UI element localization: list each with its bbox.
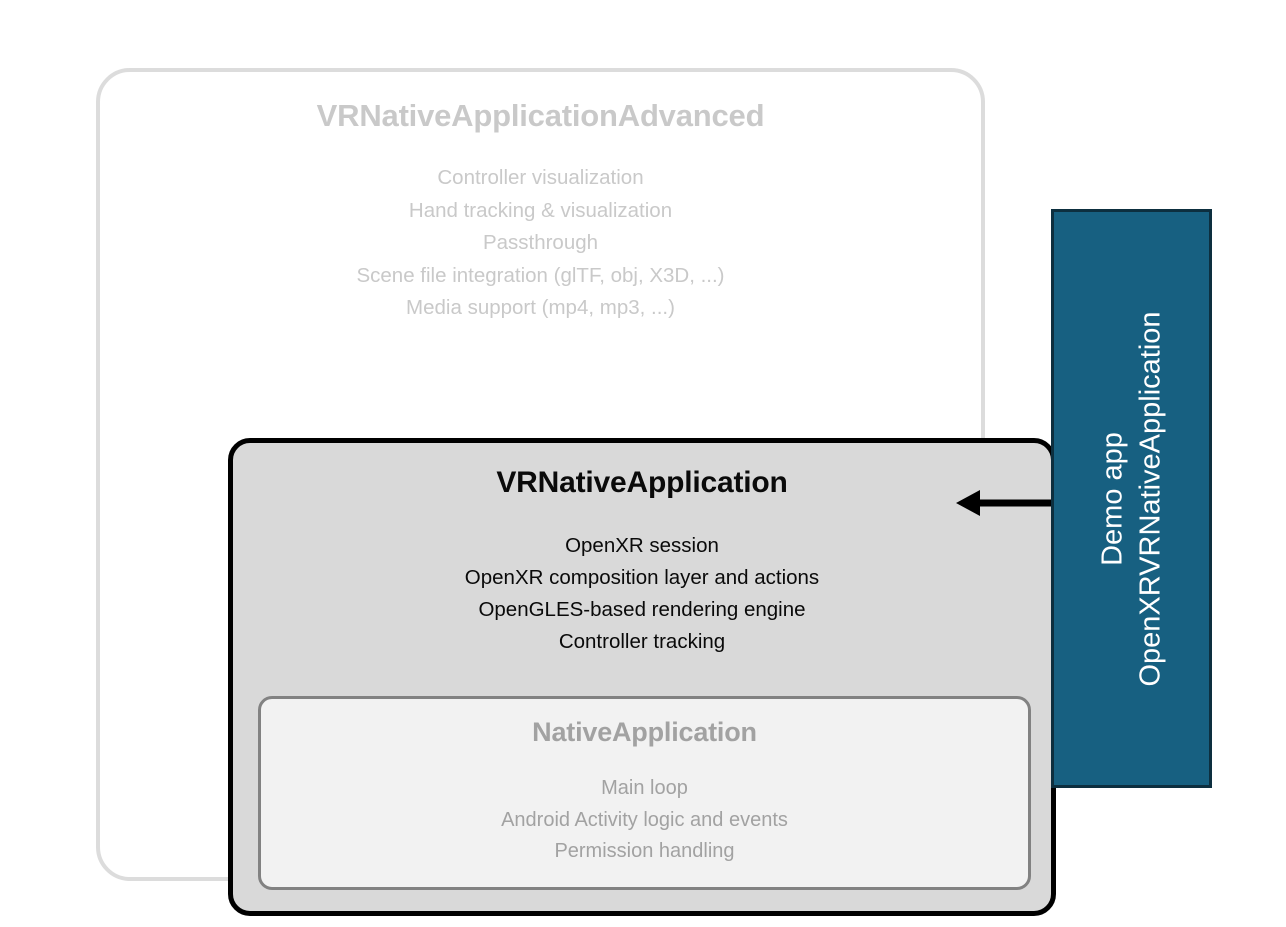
list-item: Passthrough <box>482 231 599 254</box>
outer-card-feature-list: Controller visualization Hand tracking &… <box>100 162 981 325</box>
list-item: Permission handling <box>554 840 735 862</box>
demo-app-line-2: OpenXRVRNativeApplication <box>1134 310 1167 687</box>
vrnativeapplicationadvanced-card: VRNativeApplicationAdvanced Controller v… <box>96 68 1056 916</box>
outer-card-title: VRNativeApplicationAdvanced <box>316 98 765 133</box>
list-item: Main loop <box>601 777 688 799</box>
list-item: Android Activity logic and events <box>501 808 788 831</box>
list-item: OpenGLES-based rendering engine <box>478 598 806 621</box>
inner-card-title: NativeApplication <box>532 717 757 747</box>
demo-app-panel: Demo app OpenXRVRNativeApplication <box>1051 209 1212 788</box>
list-item: OpenXR session <box>565 534 719 557</box>
list-item: Scene file integration (glTF, obj, X3D, … <box>356 263 725 287</box>
middle-card-feature-list: OpenXR session OpenXR composition layer … <box>233 530 1051 658</box>
inner-card-feature-list: Main loop Android Activity logic and eve… <box>261 773 1028 868</box>
middle-card-title: VRNativeApplication <box>496 466 788 499</box>
list-item: Media support (mp4, mp3, ...) <box>406 296 675 319</box>
list-item: OpenXR composition layer and actions <box>464 566 820 589</box>
demo-app-line-1: Demo app <box>1096 431 1129 566</box>
list-item: Controller tracking <box>558 630 726 653</box>
demo-app-panel-label: Demo app OpenXRVRNativeApplication <box>1094 311 1170 686</box>
nativeapplication-card: NativeApplication Main loop Android Acti… <box>258 696 1031 890</box>
list-item: Hand tracking & visualization <box>408 198 673 222</box>
list-item: Controller visualization <box>437 166 644 189</box>
vrnativeapplication-card: VRNativeApplication OpenXR session OpenX… <box>228 438 1056 916</box>
